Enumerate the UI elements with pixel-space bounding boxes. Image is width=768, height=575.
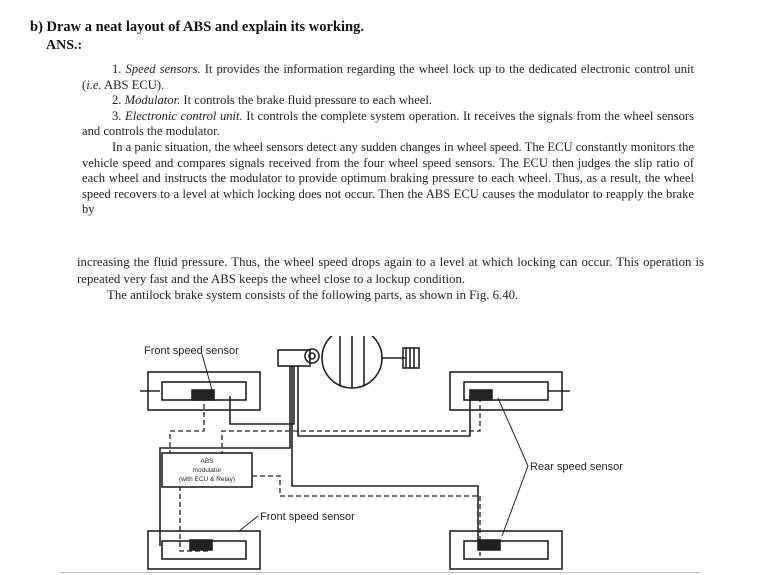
rear-right-speed-sensor [477, 539, 501, 551]
item-term: Electronic control unit. [125, 108, 243, 123]
paragraph-panic-situation: In a panic situation, the wheel sensors … [82, 139, 694, 217]
answer-block-bottom: increasing the fluid pressure. Thus, the… [77, 254, 704, 304]
paragraph-parts: The antilock brake system consists of th… [107, 288, 519, 302]
question-heading: b) Draw a neat layout of ABS and explain… [30, 19, 364, 35]
item-number: 2. [112, 93, 122, 108]
answer-label: ANS.: [46, 38, 83, 53]
item-text: It provides the information regarding th… [82, 62, 694, 92]
modulator-label-line1: ABS [200, 458, 214, 465]
item-modulator: 2. Modulator. It controls the brake flui… [82, 93, 694, 109]
front-right-wheel [147, 530, 261, 570]
rear-left-speed-sensor [469, 389, 493, 401]
answer-block-top: 1. Speed sensors. It provides the inform… [82, 62, 694, 218]
modulator-label-line2: modulator [193, 467, 223, 474]
rear-right-sensor-wire [252, 475, 481, 556]
rear-right-hub [463, 540, 549, 560]
item-term: Modulator. [124, 93, 181, 108]
front-left-speed-sensor [191, 389, 215, 401]
label-front-speed-sensor-bottom: Front speed sensor [260, 511, 355, 523]
item-speed-sensors: 1. Speed sensors. It provides the inform… [82, 62, 694, 93]
label-rear-speed-sensor: Rear speed sensor [530, 461, 623, 473]
abs-modulator-box [161, 452, 253, 488]
brake-pedal-pushrod [402, 347, 420, 369]
item-text: It controls the complete system operatio… [82, 108, 695, 139]
rear-left-wheel [449, 371, 563, 411]
item-number: 1. [112, 62, 122, 76]
item-number: 3. [112, 108, 122, 123]
abs-layout-figure: Front speed sensor Rear speed sensor Fro… [140, 336, 623, 570]
front-left-sensor-wire [169, 396, 205, 456]
item-ecu: 3. Electronic control unit. It controls … [82, 109, 694, 140]
paragraph-continuation: increasing the fluid pressure. Thus, the… [77, 255, 704, 286]
front-right-speed-sensor [189, 539, 213, 551]
item-text: It controls the brake fluid pressure to … [180, 93, 433, 108]
rear-right-wheel [449, 530, 563, 570]
modulator-label-line3: (with ECU & Relay) [179, 476, 235, 483]
rear-left-sensor-wire [221, 396, 481, 456]
item-text-tail: ABS ECU). [101, 77, 165, 92]
item-abbr: i.e. [86, 77, 102, 92]
item-term: Speed sensors. [125, 62, 201, 76]
front-right-sensor-wire [179, 486, 210, 552]
label-front-speed-sensor-top: Front speed sensor [144, 345, 239, 357]
page-bottom-rule [60, 572, 700, 573]
